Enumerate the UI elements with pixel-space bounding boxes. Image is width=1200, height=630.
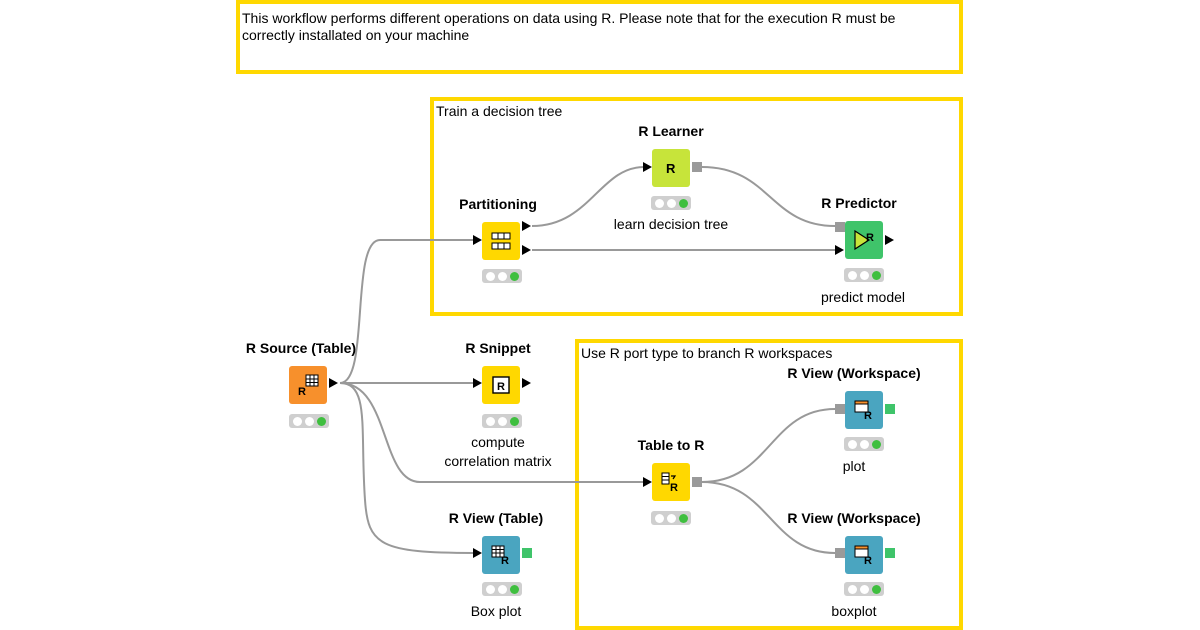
status-indicator — [844, 437, 884, 451]
node-comment: compute — [471, 434, 525, 450]
node-comment: correlation matrix — [444, 453, 552, 469]
node-comment: learn decision tree — [613, 216, 729, 232]
node-title: R View (Workspace) — [787, 365, 921, 381]
edge-source-view-table[interactable] — [339, 382, 475, 554]
node-title: R Learner — [638, 123, 704, 139]
svg-text:R: R — [864, 555, 872, 567]
svg-text:R: R — [864, 410, 872, 422]
r-view-workspace-icon[interactable]: R — [845, 536, 883, 574]
partitioning-input-port[interactable] — [473, 235, 482, 245]
node-r-source-table[interactable]: R Source (Table) R — [221, 340, 381, 440]
r-predictor-icon[interactable]: R — [845, 221, 883, 259]
svg-text:R: R — [497, 381, 505, 393]
edge-source-table-to-r[interactable] — [339, 382, 644, 483]
svg-text:R: R — [501, 555, 509, 567]
table-to-r-icon[interactable]: R — [652, 463, 690, 501]
node-r-learner[interactable]: R Learner R learn decision tree — [591, 123, 751, 233]
status-indicator — [844, 582, 884, 596]
node-r-snippet[interactable]: R Snippet R compute correlation matrix — [418, 340, 578, 472]
node-comment: boxplot — [831, 603, 877, 619]
node-comment: plot — [842, 458, 866, 474]
status-indicator — [482, 582, 522, 596]
node-comment: Box plot — [470, 603, 522, 619]
edge-partitioning-learner[interactable] — [531, 166, 645, 227]
annotation-intro-text: This workflow performs different operati… — [242, 10, 896, 43]
r-source-table-icon[interactable]: R — [289, 366, 327, 404]
node-title: Partitioning — [459, 196, 537, 212]
svg-text:R: R — [298, 386, 306, 397]
node-title: R View (Workspace) — [787, 510, 921, 526]
status-indicator — [844, 268, 884, 282]
edge-source-partitioning[interactable] — [339, 239, 474, 384]
node-table-to-r[interactable]: Table to R R — [591, 437, 751, 529]
status-indicator — [289, 414, 329, 428]
svg-text:R: R — [866, 232, 874, 244]
svg-text:R: R — [666, 161, 676, 176]
annotation-intro[interactable]: This workflow performs different operati… — [236, 0, 963, 74]
r-snippet-icon[interactable]: R — [482, 366, 520, 404]
node-r-predictor[interactable]: R Predictor R predict model — [779, 195, 939, 310]
edge-table-to-r-view-1[interactable] — [701, 408, 836, 483]
node-r-view-table[interactable]: R View (Table) R Box plot — [416, 510, 576, 622]
partitioning-icon[interactable] — [482, 222, 520, 260]
edge-learner-predictor[interactable] — [701, 166, 836, 227]
status-indicator — [651, 196, 691, 210]
status-indicator — [482, 414, 522, 428]
node-title: R Predictor — [821, 195, 897, 211]
r-view-table-icon[interactable]: R — [482, 536, 520, 574]
status-indicator — [482, 269, 522, 283]
node-partitioning[interactable]: Partitioning — [418, 196, 578, 296]
node-r-view-workspace-boxplot[interactable]: R View (Workspace) R boxplot — [774, 510, 934, 622]
edge-table-to-r-view-2[interactable] — [701, 481, 836, 554]
r-view-workspace-icon[interactable]: R — [845, 391, 883, 429]
node-r-view-workspace-plot[interactable]: R View (Workspace) R plot — [774, 365, 934, 477]
node-comment: predict model — [820, 289, 906, 305]
node-title: R Snippet — [465, 340, 531, 356]
annotation-branch-text: Use R port type to branch R workspaces — [581, 345, 833, 361]
annotation-train-text: Train a decision tree — [436, 103, 563, 119]
node-title: R Source (Table) — [245, 340, 357, 356]
svg-text:R: R — [670, 482, 678, 494]
annotation-branch[interactable]: Use R port type to branch R workspaces — [575, 339, 963, 630]
r-learner-icon[interactable]: R — [652, 149, 690, 187]
node-title: R View (Table) — [448, 510, 544, 526]
status-indicator — [651, 511, 691, 525]
node-title: Table to R — [637, 437, 705, 453]
